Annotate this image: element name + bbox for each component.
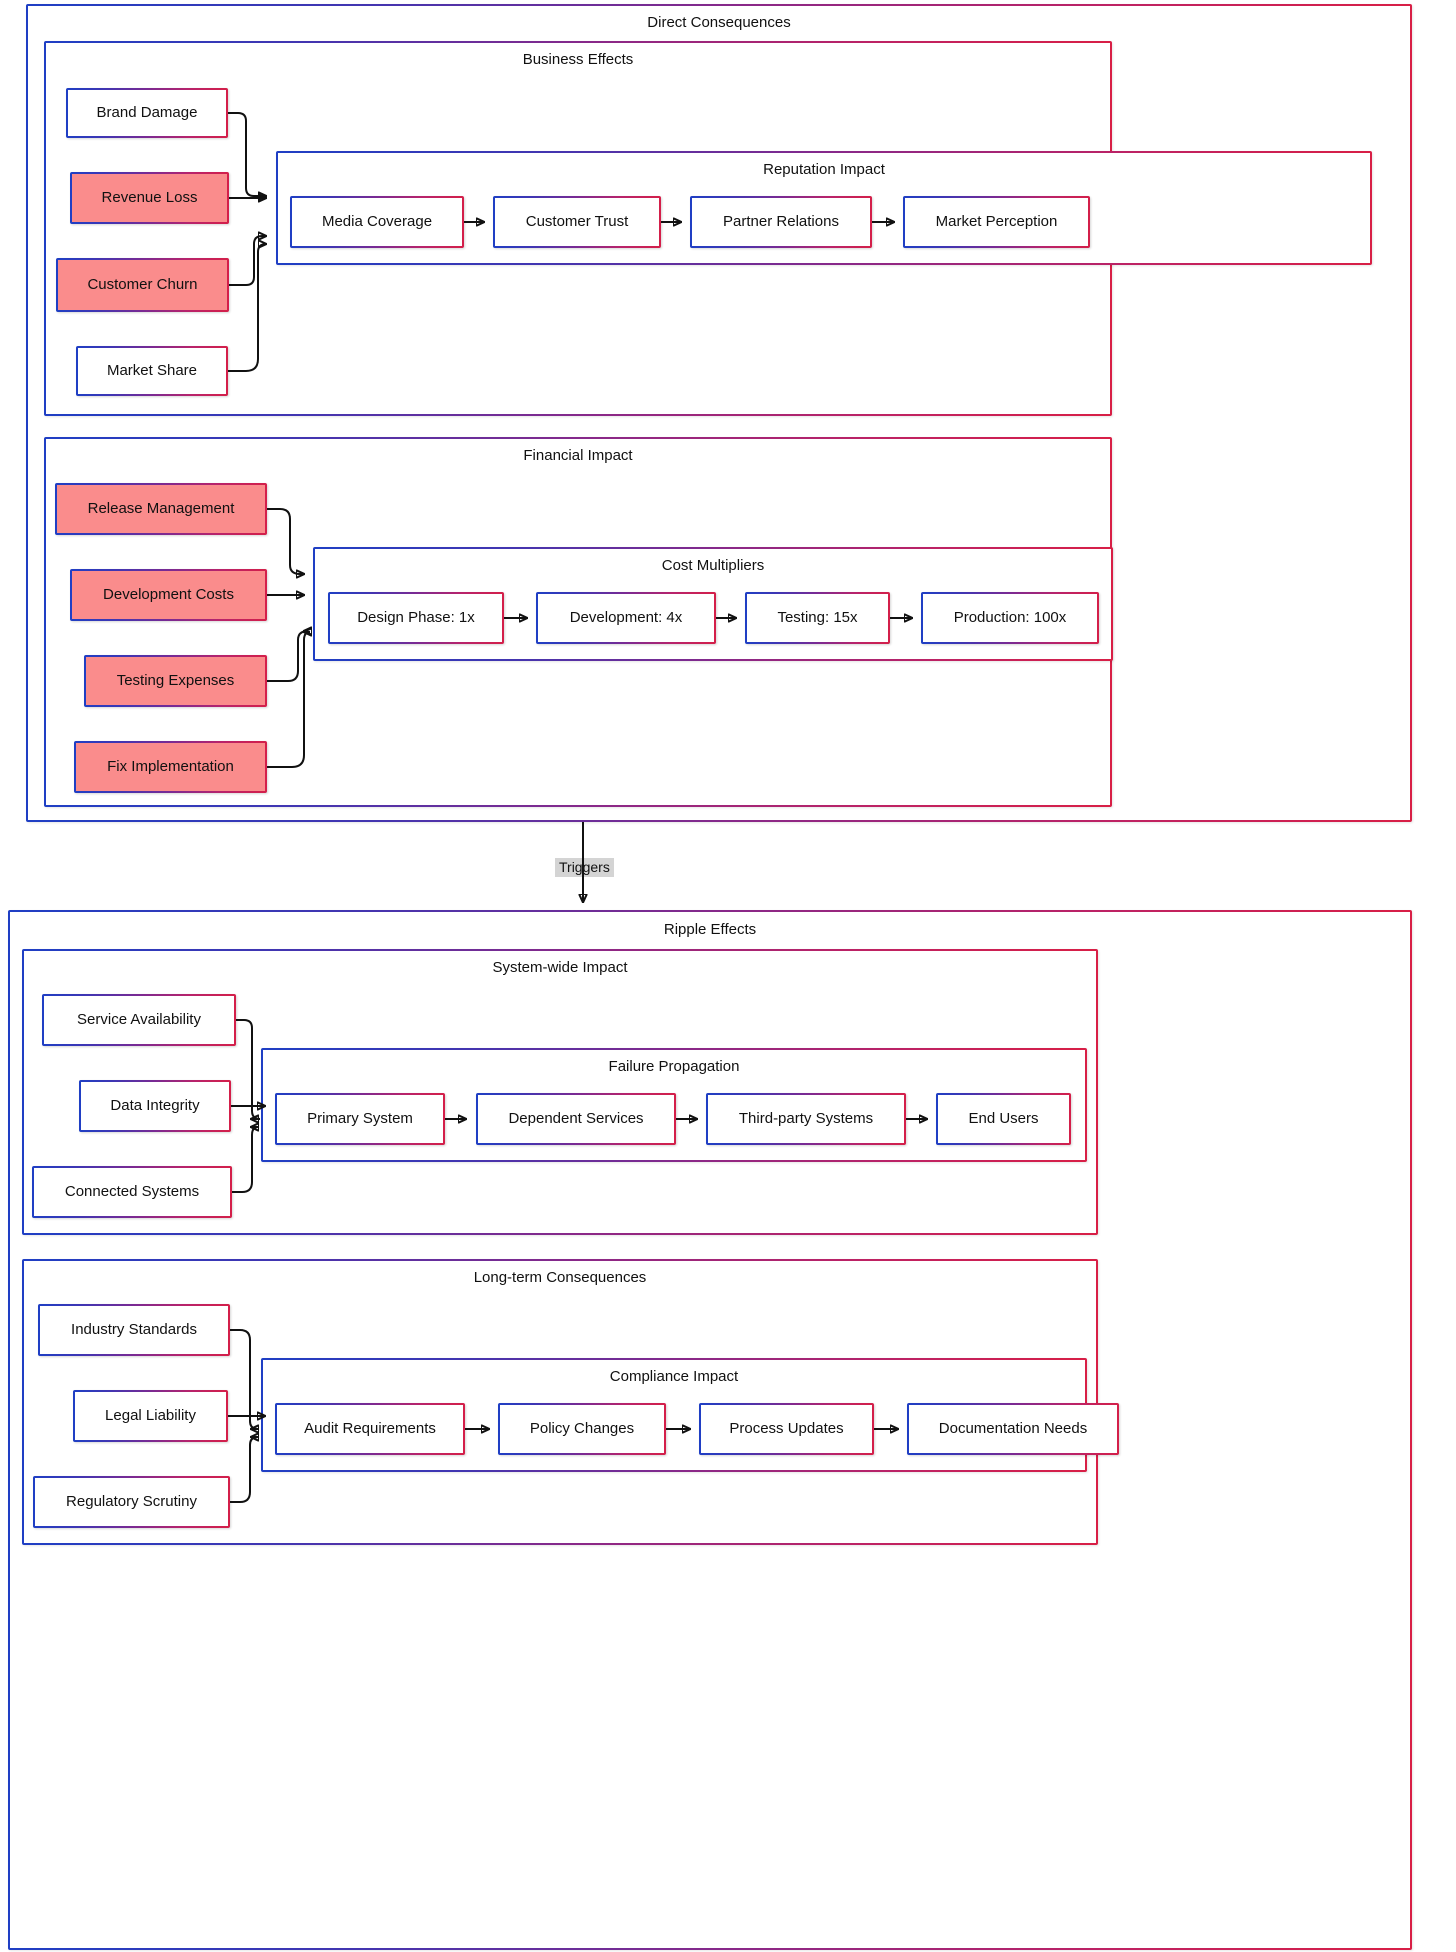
node-label: Media Coverage — [321, 213, 433, 230]
step-media-coverage[interactable]: Media Coverage — [290, 196, 464, 248]
node-label: Regulatory Scrutiny — [66, 1493, 197, 1510]
node-label: Audit Requirements — [304, 1420, 436, 1437]
node-label: Development Costs — [103, 586, 234, 603]
node-data-integrity[interactable]: Data Integrity — [79, 1080, 231, 1132]
node-label: Industry Standards — [71, 1321, 197, 1338]
step-third-party-systems[interactable]: Third-party Systems — [706, 1093, 906, 1145]
node-label: Primary System — [307, 1110, 413, 1127]
node-label: Partner Relations — [723, 213, 839, 230]
node-label: Brand Damage — [96, 104, 198, 121]
node-market-share[interactable]: Market Share — [76, 346, 228, 396]
node-label: Customer Churn — [87, 276, 198, 293]
node-label: Revenue Loss — [101, 189, 198, 206]
subsection-title: Financial Impact — [523, 447, 633, 464]
node-brand-damage[interactable]: Brand Damage — [66, 88, 228, 138]
node-label: Customer Trust — [525, 213, 629, 230]
node-label: Release Management — [87, 500, 235, 517]
node-label: Policy Changes — [529, 1420, 635, 1437]
node-service-availability[interactable]: Service Availability — [42, 994, 236, 1046]
node-label: Third-party Systems — [738, 1110, 874, 1127]
chain-title: Reputation Impact — [763, 161, 885, 178]
step-documentation-needs[interactable]: Documentation Needs — [907, 1403, 1119, 1455]
node-label: Service Availability — [77, 1011, 201, 1028]
section-title: Direct Consequences — [647, 14, 791, 31]
subsection-title: System-wide Impact — [492, 959, 628, 976]
node-label: Documentation Needs — [938, 1420, 1088, 1437]
section-title: Ripple Effects — [663, 921, 757, 938]
step-audit-requirements[interactable]: Audit Requirements — [275, 1403, 465, 1455]
subsection-title: Business Effects — [522, 51, 634, 68]
step-development[interactable]: Development: 4x — [536, 592, 716, 644]
node-label: Connected Systems — [64, 1183, 200, 1200]
node-testing-expenses[interactable]: Testing Expenses — [84, 655, 267, 707]
node-label: Design Phase: 1x — [357, 609, 475, 626]
step-policy-changes[interactable]: Policy Changes — [498, 1403, 666, 1455]
step-testing[interactable]: Testing: 15x — [745, 592, 890, 644]
chain-title: Cost Multipliers — [661, 557, 765, 574]
chain-title: Failure Propagation — [608, 1058, 740, 1075]
edge-label-triggers: Triggers — [555, 858, 614, 877]
node-label: Development: 4x — [569, 609, 683, 626]
step-customer-trust[interactable]: Customer Trust — [493, 196, 661, 248]
node-label: Legal Liability — [105, 1407, 196, 1424]
step-production[interactable]: Production: 100x — [921, 592, 1099, 644]
node-label: Fix Implementation — [107, 758, 234, 775]
node-connected-systems[interactable]: Connected Systems — [32, 1166, 232, 1218]
step-design-phase[interactable]: Design Phase: 1x — [328, 592, 504, 644]
step-market-perception[interactable]: Market Perception — [903, 196, 1090, 248]
step-partner-relations[interactable]: Partner Relations — [690, 196, 872, 248]
node-industry-standards[interactable]: Industry Standards — [38, 1304, 230, 1356]
node-label: End Users — [968, 1110, 1039, 1127]
node-legal-liability[interactable]: Legal Liability — [73, 1390, 228, 1442]
step-primary-system[interactable]: Primary System — [275, 1093, 445, 1145]
node-label: Testing: 15x — [777, 609, 858, 626]
node-regulatory-scrutiny[interactable]: Regulatory Scrutiny — [33, 1476, 230, 1528]
node-release-management[interactable]: Release Management — [55, 483, 267, 535]
node-customer-churn[interactable]: Customer Churn — [56, 258, 229, 312]
step-end-users[interactable]: End Users — [936, 1093, 1071, 1145]
node-development-costs[interactable]: Development Costs — [70, 569, 267, 621]
node-label: Production: 100x — [953, 609, 1067, 626]
step-dependent-services[interactable]: Dependent Services — [476, 1093, 676, 1145]
node-fix-implementation[interactable]: Fix Implementation — [74, 741, 267, 793]
chain-title: Compliance Impact — [609, 1368, 739, 1385]
node-label: Dependent Services — [508, 1110, 644, 1127]
node-revenue-loss[interactable]: Revenue Loss — [70, 172, 229, 224]
node-label: Market Share — [106, 362, 198, 379]
node-label: Testing Expenses — [116, 672, 235, 689]
node-label: Market Perception — [935, 213, 1058, 230]
node-label: Process Updates — [729, 1420, 844, 1437]
node-label: Data Integrity — [110, 1097, 200, 1114]
subsection-title: Long-term Consequences — [473, 1269, 647, 1286]
step-process-updates[interactable]: Process Updates — [699, 1403, 874, 1455]
